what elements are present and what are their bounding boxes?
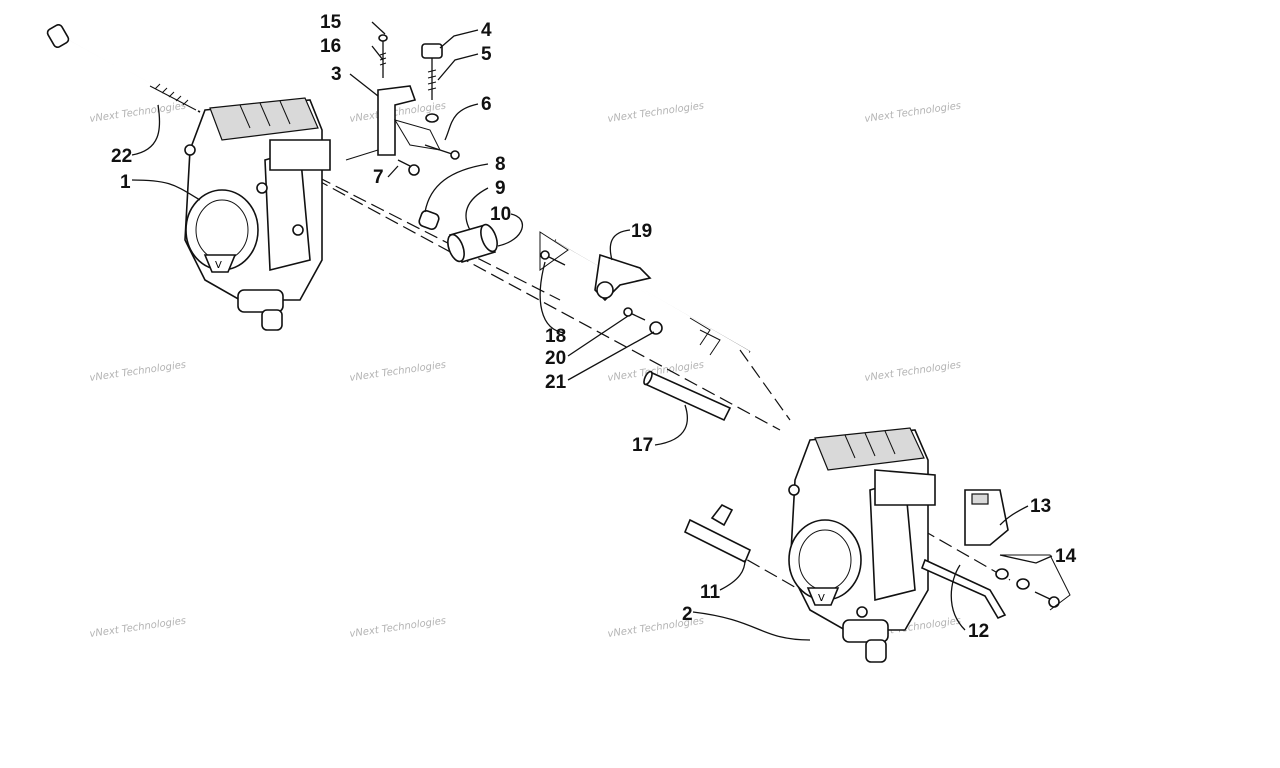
t-fitting-part [683, 503, 752, 564]
callout-14: 14 [1055, 546, 1077, 567]
callout-11: 11 [700, 582, 721, 603]
callout-7: 7 [373, 167, 384, 188]
callout-labels: 1 2 3 4 5 6 7 8 9 10 11 12 13 14 15 16 1… [111, 12, 1077, 642]
watermark-text: vNext Technologies [864, 101, 962, 125]
right-carburetor-part: V [788, 427, 936, 663]
leader-lines [131, 21, 1071, 641]
callout-1: 1 [120, 172, 131, 193]
nut-21-part [649, 321, 663, 335]
callout-21: 21 [545, 372, 567, 393]
callout-2: 2 [682, 604, 693, 625]
watermark-text: vNext Technologies [349, 360, 447, 384]
watermark-text: vNext Technologies [89, 360, 187, 384]
callout-5: 5 [481, 44, 492, 65]
callout-3: 3 [331, 64, 342, 85]
long-bolt-part [46, 24, 201, 113]
callout-19: 19 [631, 221, 652, 242]
screw-6-part [424, 144, 460, 160]
screw-7-part [397, 159, 420, 176]
sleeve-part [447, 223, 498, 263]
callout-9: 9 [495, 178, 506, 199]
spacer-part [418, 210, 440, 230]
watermark-text: vNext Technologies [89, 101, 187, 125]
callout-18: 18 [545, 326, 566, 347]
svg-text:V: V [818, 593, 825, 604]
callout-6: 6 [481, 94, 492, 115]
callout-20: 20 [545, 348, 566, 369]
callout-4: 4 [481, 20, 492, 41]
watermark-text: vNext Technologies [89, 616, 187, 640]
svg-text:V: V [215, 260, 222, 271]
rod-17-part [643, 370, 732, 422]
callout-12: 12 [968, 621, 989, 642]
callout-8: 8 [495, 154, 506, 175]
callout-13: 13 [1030, 496, 1051, 517]
small-screw-part [378, 34, 388, 78]
callout-16: 16 [320, 36, 341, 57]
hose-12-part [920, 558, 1007, 620]
screw-20-part [623, 307, 646, 321]
lever-shaft-part [554, 238, 751, 356]
callout-17: 17 [632, 435, 653, 456]
callout-15: 15 [320, 12, 342, 33]
screw-18-part [540, 250, 566, 266]
callout-10: 10 [490, 204, 511, 225]
watermark-text: vNext Technologies [349, 616, 447, 640]
callout-22: 22 [111, 146, 132, 167]
watermark-text: vNext Technologies [607, 101, 705, 125]
washer-screw-14-part [995, 568, 1060, 608]
sensor-13-part [964, 489, 1009, 546]
left-carburetor-part: V [184, 97, 331, 331]
watermark-text: vNext Technologies [864, 360, 962, 384]
adjuster-knob-part [421, 43, 443, 123]
